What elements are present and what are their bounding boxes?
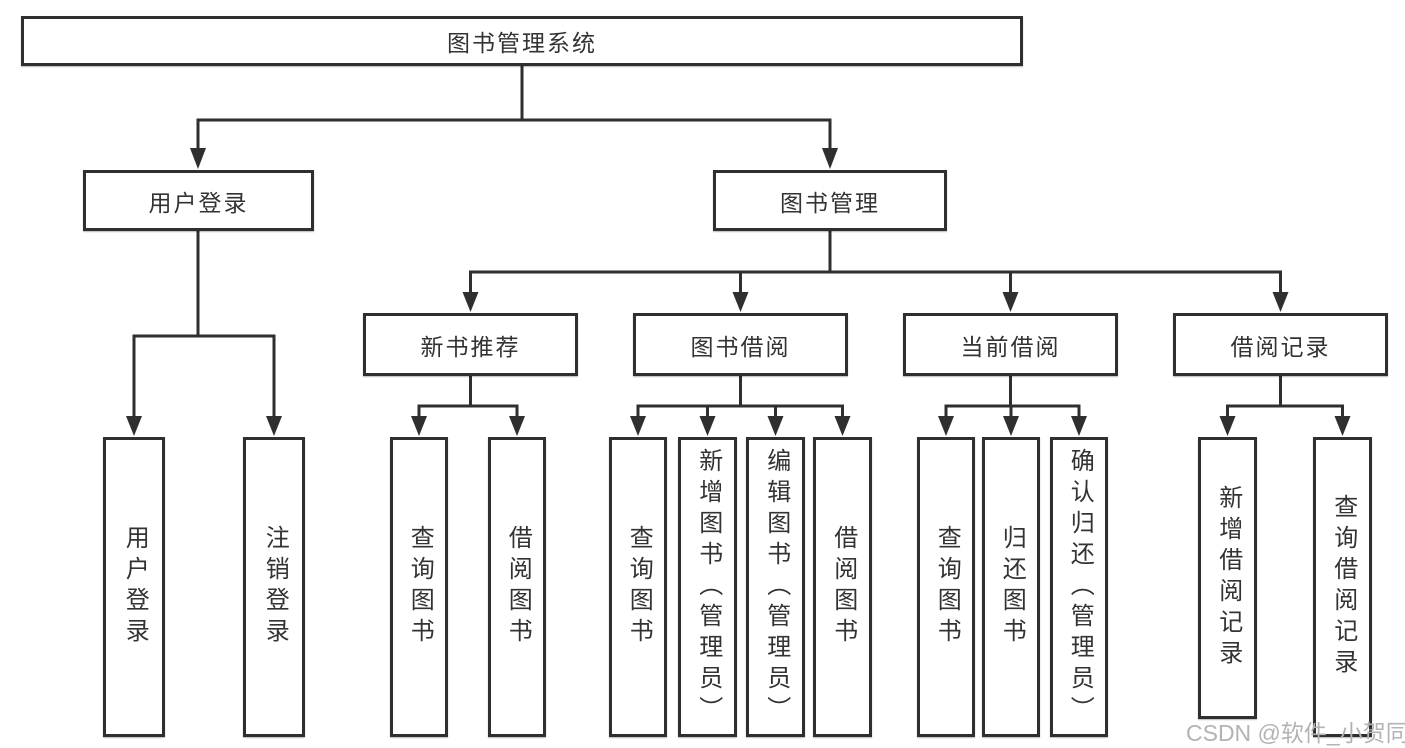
arrowhead-icon [1334,416,1351,436]
leaf-label: 编辑图书（管理员） [762,447,790,727]
leaf-label: 归还图书 [998,525,1026,649]
arrowhead-icon [126,416,142,436]
arrowhead-icon [1071,416,1087,436]
node-root: 图书管理系统 [21,16,1023,66]
leaf-query-books-3: 查询图书 [917,437,975,737]
leaf-confirm-return-admin: 确认归还（管理员） [1050,437,1108,737]
leaf-label: 注销登录 [261,525,289,649]
node-user-login: 用户登录 [83,170,314,231]
node-book-borrowing: 图书借阅 [633,313,848,376]
leaf-add-borrow-record: 新增借阅记录 [1198,437,1257,719]
leaf-label: 新增图书（管理员） [694,447,722,727]
leaf-borrow-books-2: 借阅图书 [813,437,872,737]
arrowhead-icon [190,148,206,169]
arrowhead-icon [834,416,851,436]
arrowhead-icon [699,416,716,436]
arrowhead-icon [411,416,427,436]
leaf-query-borrow-record: 查询借阅记录 [1313,437,1372,737]
leaf-add-book-admin: 新增图书（管理员） [678,437,737,737]
arrowhead-icon [732,292,749,312]
arrowhead-icon [630,416,646,436]
leaf-label: 借阅图书 [504,525,532,649]
leaf-label: 借阅图书 [829,525,857,649]
arrowhead-icon [1272,292,1289,312]
leaf-query-books-1: 查询图书 [390,437,448,737]
leaf-query-books-2: 查询图书 [609,437,667,737]
node-book-management: 图书管理 [713,170,947,231]
arrowhead-icon [767,416,784,436]
leaf-label: 查询图书 [406,525,434,649]
arrowhead-icon [1219,416,1236,436]
leaf-label: 确认归还（管理员） [1066,447,1094,727]
node-borrow-records: 借阅记录 [1173,313,1388,376]
arrowhead-icon [1002,292,1019,312]
leaf-edit-book-admin: 编辑图书（管理员） [746,437,805,737]
arrowhead-icon [509,416,525,436]
arrowhead-icon [462,292,479,312]
leaf-label: 查询借阅记录 [1329,494,1357,680]
leaf-return-books: 归还图书 [982,437,1040,737]
arrowhead-icon [266,416,282,436]
leaf-label: 用户登录 [121,525,149,649]
leaf-user-login: 用户登录 [103,437,165,737]
leaf-label: 查询图书 [625,525,653,649]
leaf-label: 新增借阅记录 [1214,485,1242,671]
arrowhead-icon [938,416,954,436]
leaf-label: 查询图书 [933,525,961,649]
csdn-watermark: CSDN @软件_小贺同学 [1186,720,1405,746]
leaf-logout: 注销登录 [243,437,305,737]
node-new-book-recommend: 新书推荐 [363,313,578,376]
node-current-borrowing: 当前借阅 [903,313,1118,376]
leaf-borrow-books-1: 借阅图书 [488,437,546,737]
arrowhead-icon [1003,416,1019,436]
arrowhead-icon [822,148,838,169]
